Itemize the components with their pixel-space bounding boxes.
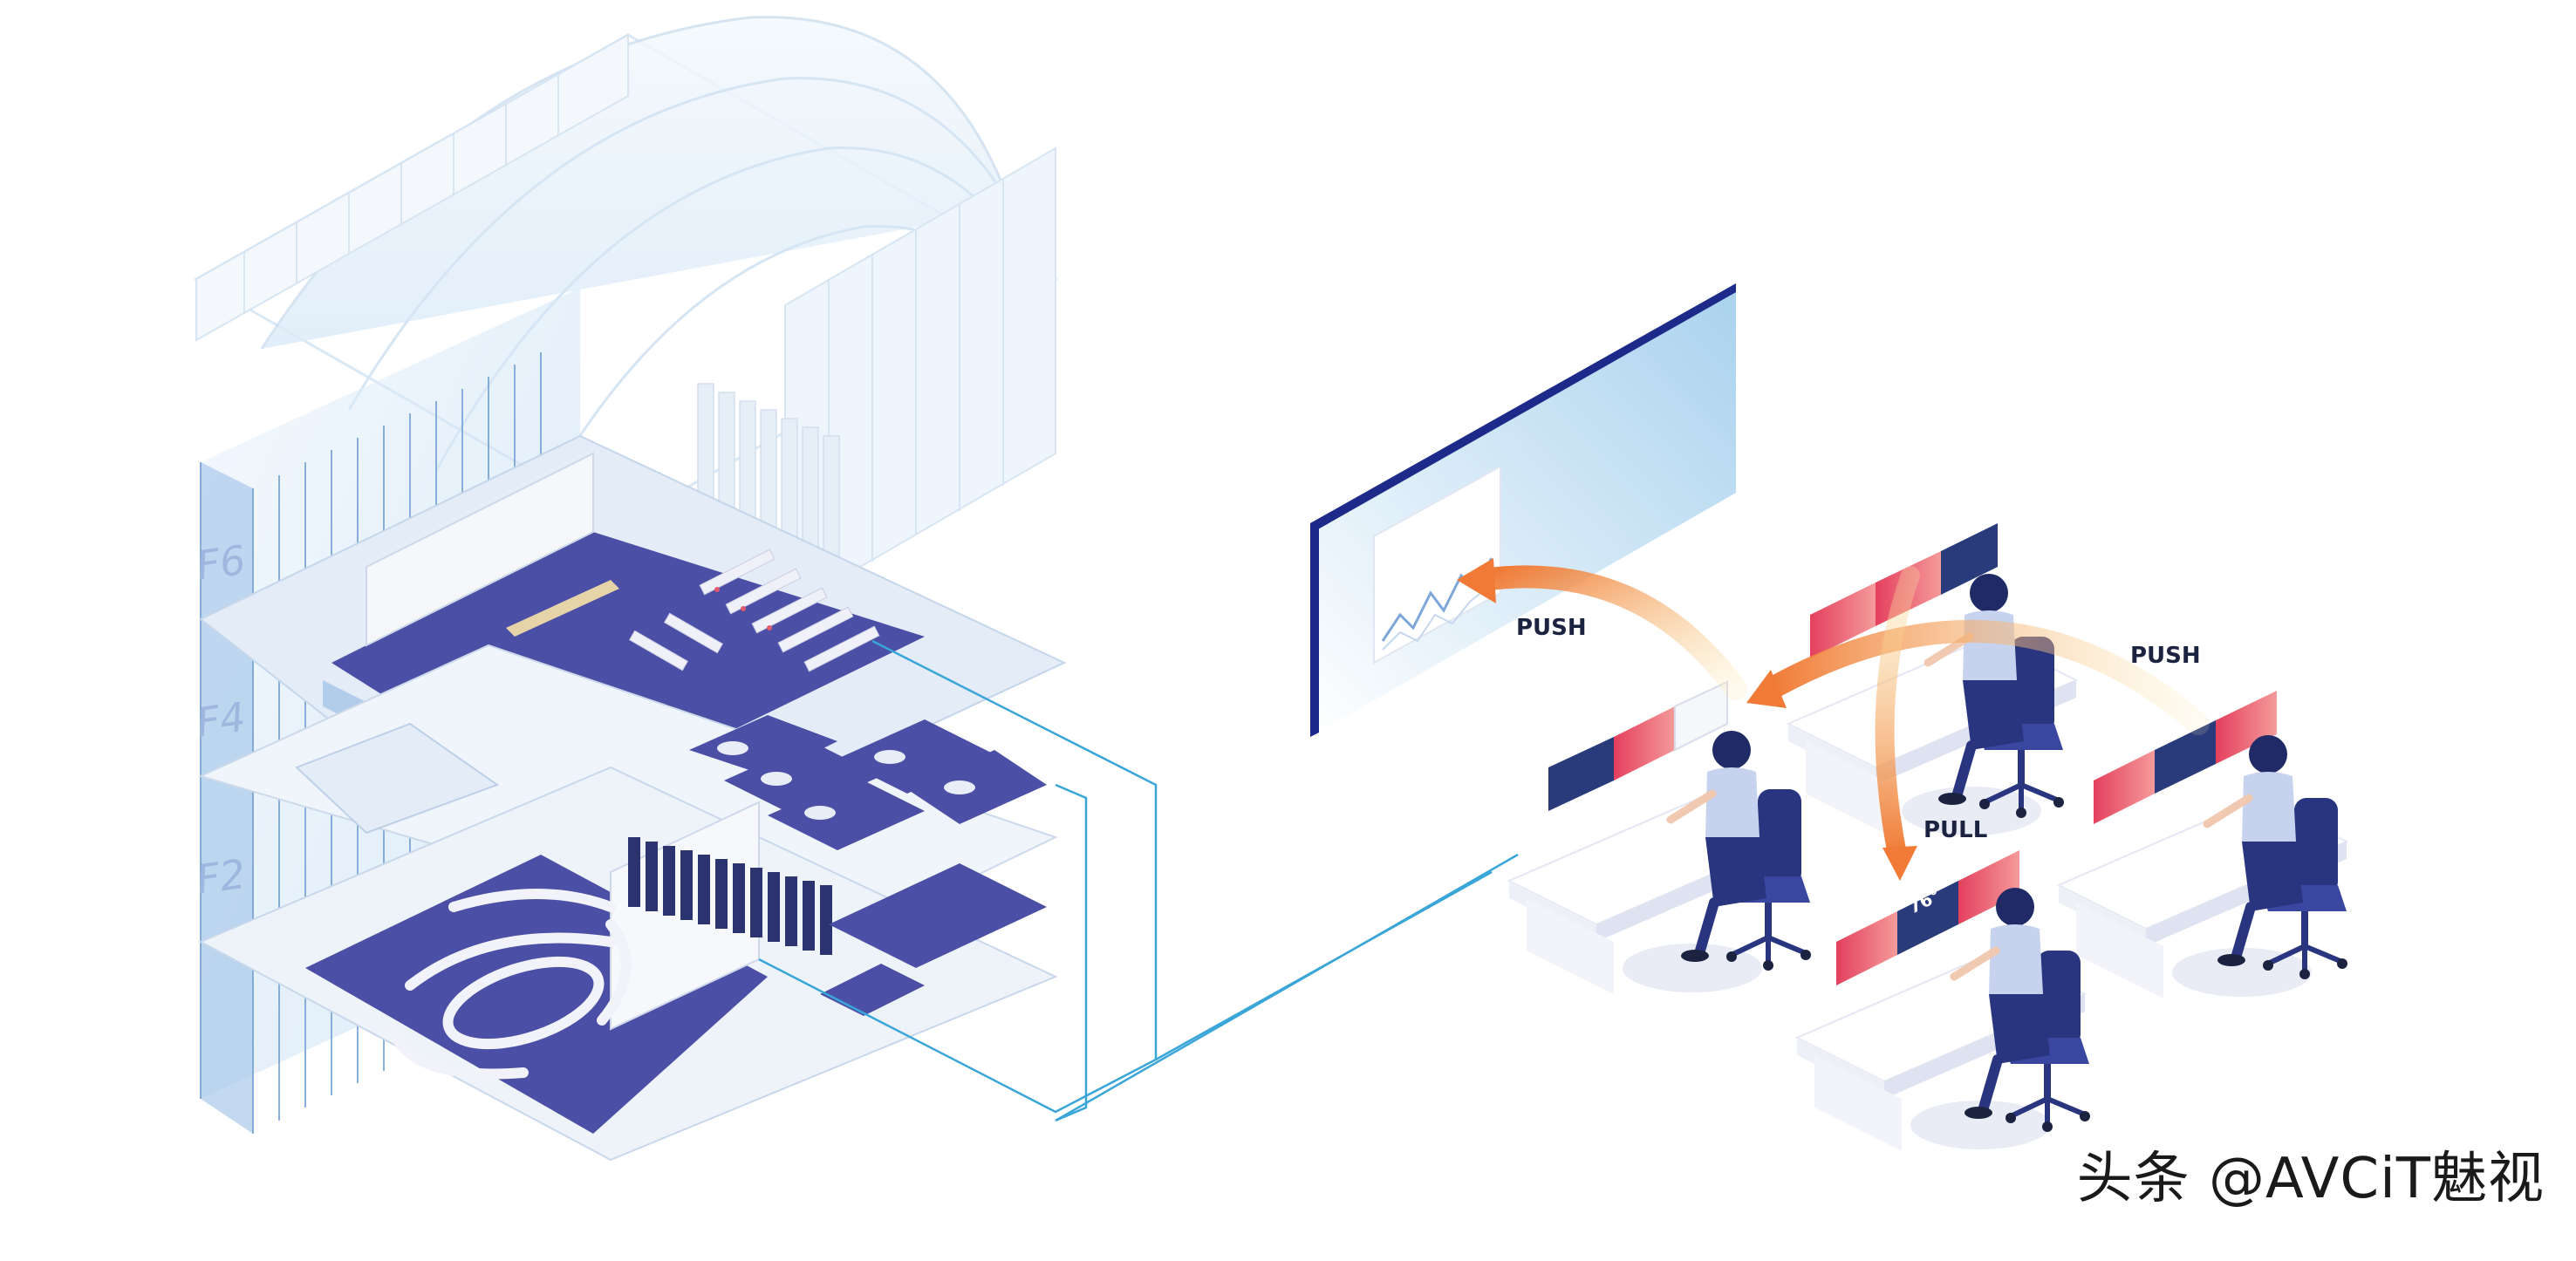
floor-label-f2: F2 — [194, 850, 249, 903]
network-connector-lines — [758, 639, 1519, 1122]
workstation-d: 76° — [1796, 850, 2090, 1152]
flow-arrow-icon — [1457, 558, 2210, 881]
floor-label-f4: F4 — [194, 693, 249, 746]
roof-arch — [193, 16, 1059, 612]
watermark: 头条 @AVCiT魅视 — [2076, 1147, 2545, 1211]
push-label-right: PUSH — [2130, 643, 2201, 669]
workstation-b — [1787, 523, 2077, 838]
floor-label-f6: F6 — [194, 536, 249, 590]
floor-f2: F2 — [194, 766, 1058, 1162]
glass-building-icon: F6 F4 — [193, 16, 1067, 1162]
video-wall-icon — [1310, 283, 1736, 737]
push-label-top: PUSH — [1516, 615, 1587, 641]
pull-label: PULL — [1923, 817, 1987, 843]
workstation-a — [1508, 680, 1811, 995]
operator-workstation-icon: 76° — [1508, 523, 2347, 1152]
workstation-c — [2058, 691, 2347, 999]
